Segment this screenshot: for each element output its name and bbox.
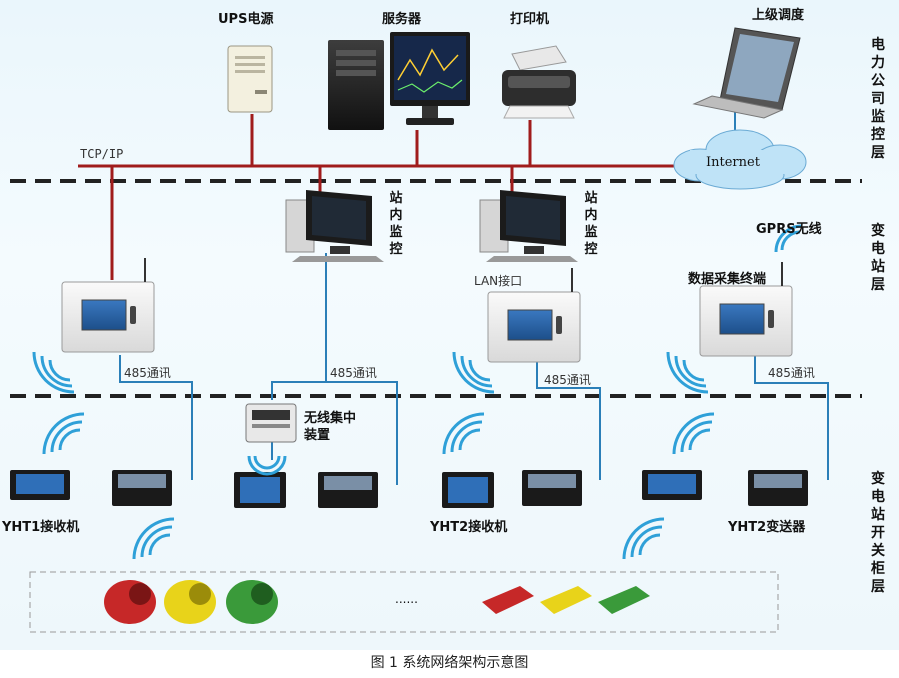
server-label: 服务器 — [382, 12, 422, 27]
yht1-receiver-label: YHT1接收机 — [2, 520, 80, 535]
station-monitor-label-2: 站内监控 — [584, 191, 598, 257]
server-device — [328, 32, 470, 130]
layer-label-top: 电力公司监控层 — [871, 37, 885, 161]
diagram-canvas: UPS电源 服务器 打印机 上级调度 TCP/IP Internet 站内监控 … — [0, 0, 899, 650]
rs485-label-2: 485通讯 — [330, 366, 377, 380]
tcpip-label: TCP/IP — [80, 147, 124, 161]
yht2-receiver-label: YHT2接收机 — [430, 520, 508, 535]
wireless-concentrator-label: 无线集中装置 — [304, 411, 357, 443]
cabinet-2 — [487, 268, 581, 363]
upper-dispatch-label: 上级调度 — [752, 8, 805, 23]
internet-cloud — [673, 129, 807, 190]
diagram-graphics — [10, 27, 862, 633]
printer-label: 打印机 — [510, 12, 550, 27]
cabinet-1 — [61, 258, 155, 353]
internet-label: Internet — [706, 155, 760, 170]
figure-caption: 图 1 系统网络架构示意图 — [370, 655, 529, 671]
rs485-label-3: 485通讯 — [544, 373, 591, 387]
gprs-label: GPRS无线 — [756, 222, 822, 237]
sensors — [104, 580, 650, 624]
yht2-transmitter-label: YHT2变送器 — [728, 520, 806, 535]
layer-label-bottom: 变电站开关柜层 — [871, 471, 885, 595]
layer-label-middle: 变电站层 — [871, 223, 885, 293]
station-pc-2 — [479, 190, 578, 262]
laptop-device — [692, 27, 801, 119]
rs485-label-1: 485通讯 — [124, 366, 171, 380]
rs485-label-4: 485通讯 — [768, 366, 815, 380]
station-monitor-label-1: 站内监控 — [389, 191, 403, 257]
lan-label: LAN接口 — [474, 274, 523, 288]
ups-label: UPS电源 — [218, 12, 274, 27]
tcpip-network — [78, 114, 690, 280]
wireless-signals — [32, 224, 803, 560]
station-pc-1 — [285, 190, 384, 262]
rs485-lines — [119, 253, 829, 485]
cabinet-3 — [699, 262, 793, 357]
data-terminal-label: 数据采集终端 — [688, 272, 767, 287]
sensor-group-box — [29, 571, 779, 633]
printer-device — [502, 45, 576, 119]
ellipsis-label: ...... — [395, 592, 418, 606]
bottom-devices — [10, 470, 808, 508]
wireless-concentrator-device — [245, 403, 297, 443]
ups-device — [227, 45, 273, 113]
